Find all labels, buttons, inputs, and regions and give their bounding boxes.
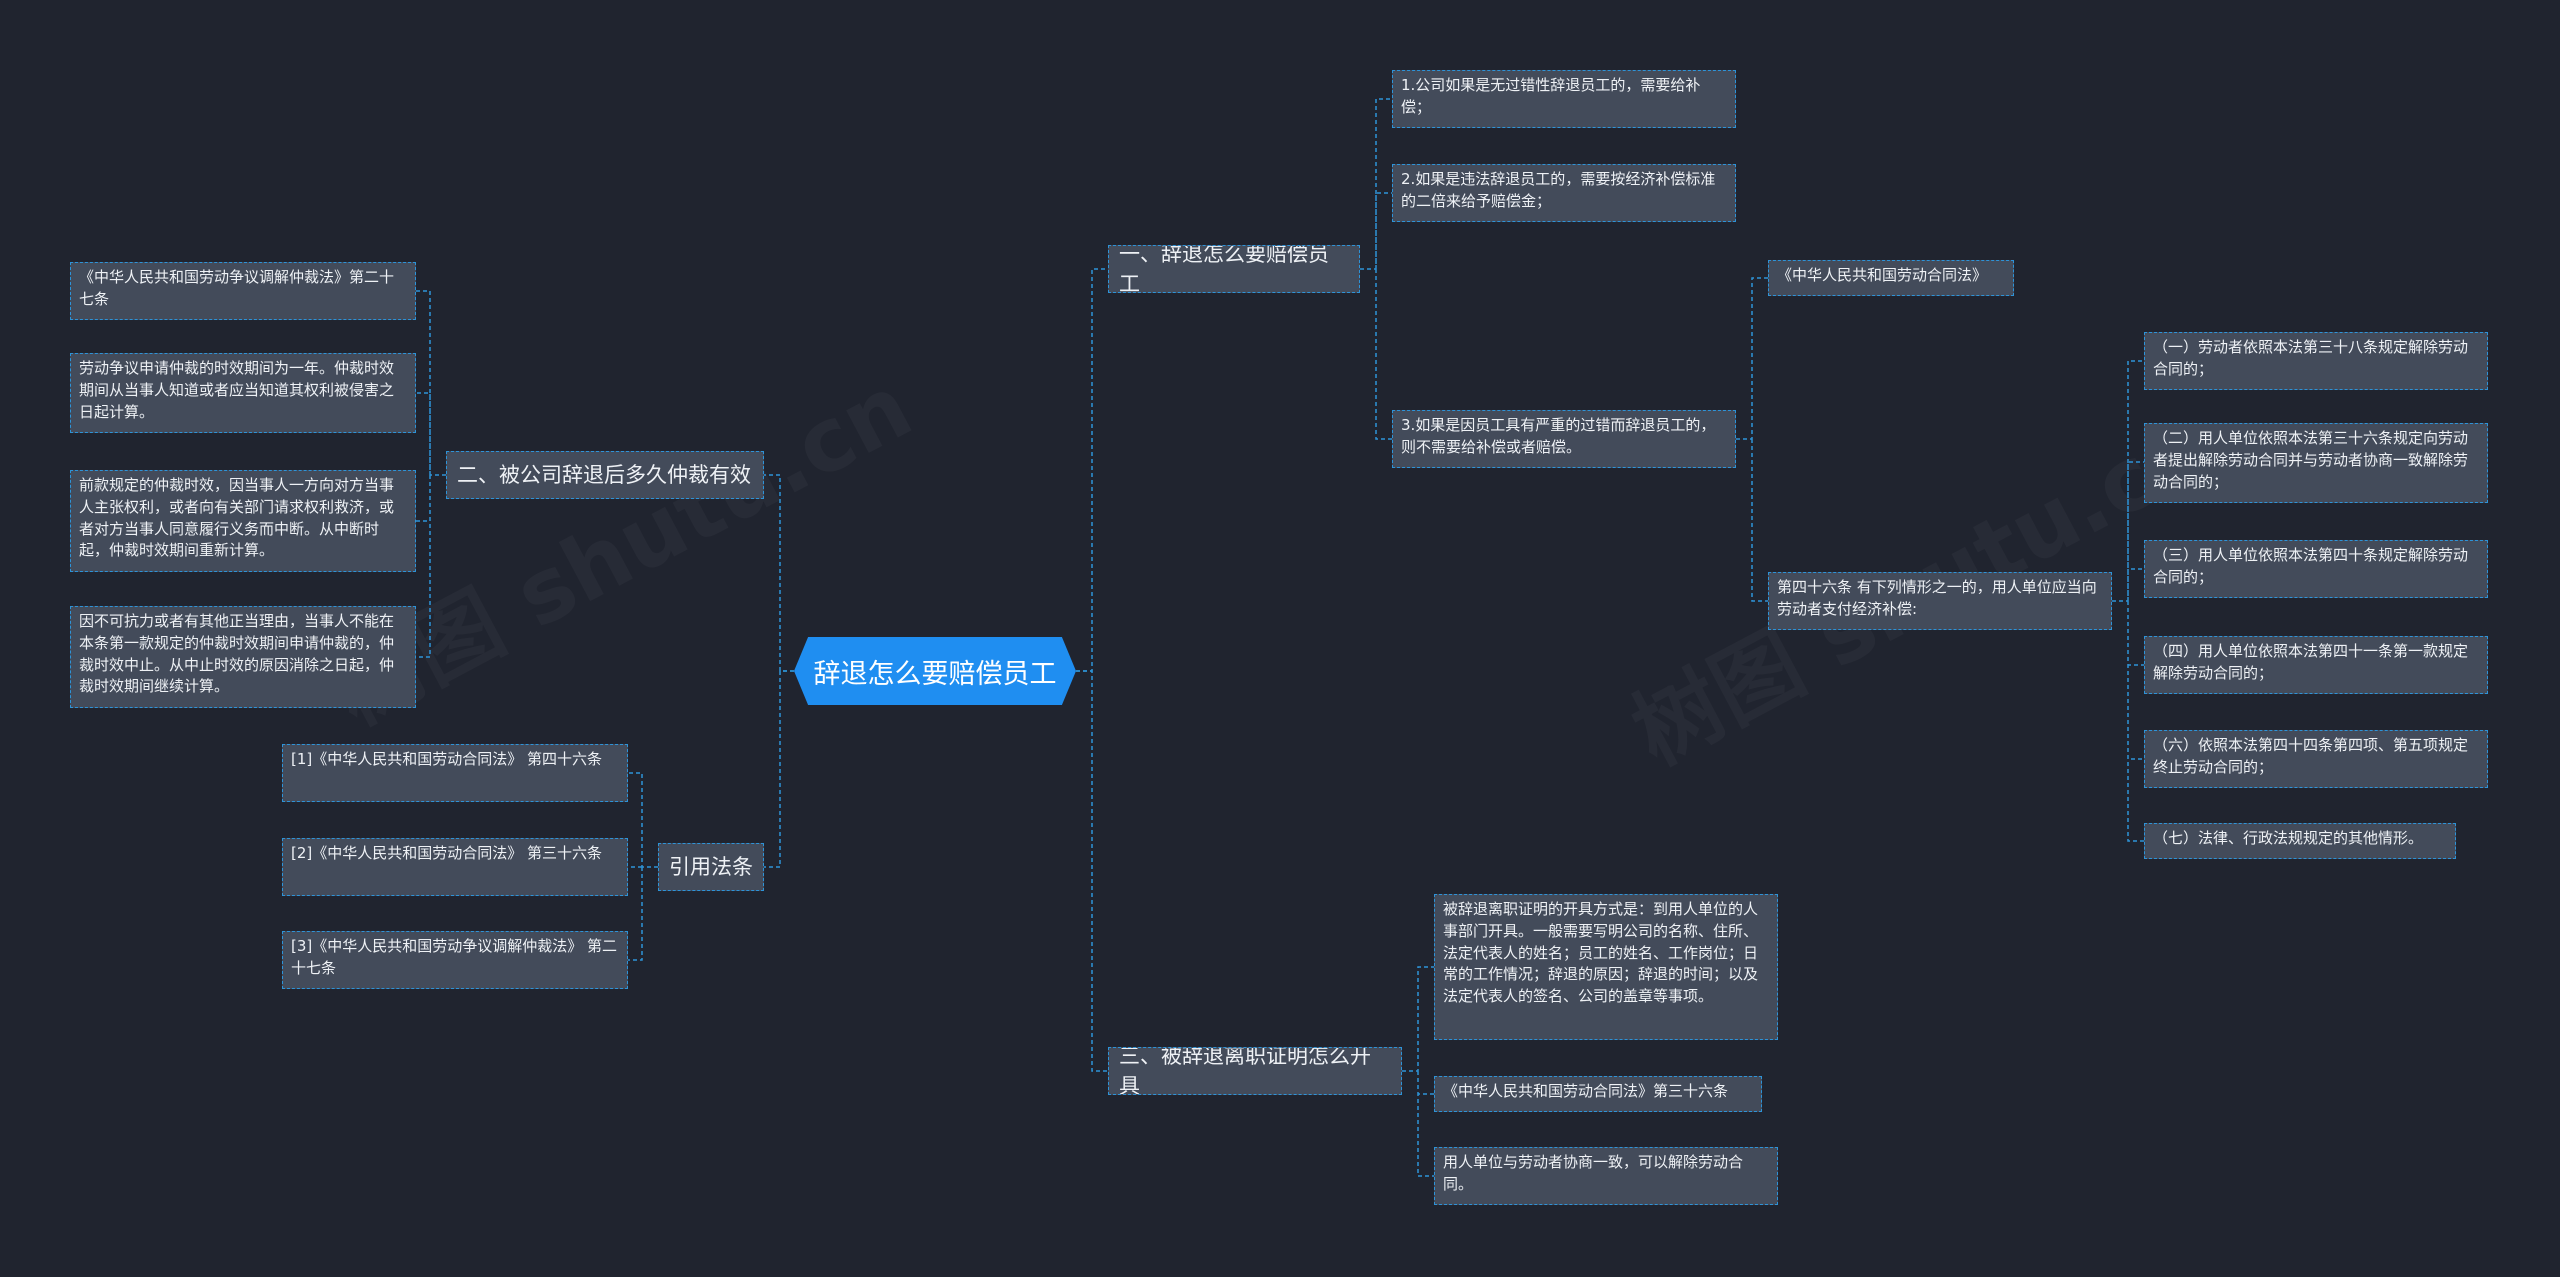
leaf-mutual-agreement[interactable]: 用人单位与劳动者协商一致，可以解除劳动合同。 <box>1434 1147 1778 1205</box>
branch-label: 一、辞退怎么要赔偿员工 <box>1119 245 1329 293</box>
leaf-citation-1[interactable]: [1]《中华人民共和国劳动合同法》 第四十六条 <box>282 744 628 802</box>
link-root-b2 <box>764 474 794 672</box>
leaf-limitation-suspension[interactable]: 因不可抗力或者有其他正当理由，当事人不能在本条第一款规定的仲裁时效期间申请仲裁的… <box>70 606 416 708</box>
root-label: 辞退怎么要赔偿员工 <box>813 658 1057 690</box>
link-b1-leaves <box>1360 98 1392 440</box>
branch-dismissal-compensation[interactable]: 一、辞退怎么要赔偿员工 <box>1108 245 1360 293</box>
leaf-citation-2[interactable]: [2]《中华人民共和国劳动合同法》 第三十六条 <box>282 838 628 896</box>
leaf-arbitration-law-27[interactable]: 《中华人民共和国劳动争议调解仲裁法》第二十七条 <box>70 262 416 320</box>
root-topic[interactable]: 辞退怎么要赔偿员工 <box>794 637 1076 705</box>
link-leaf3-sub <box>1736 277 1768 602</box>
leaf-illegal-dismissal[interactable]: 2.如果是违法辞退员工的，需要按经济补偿标准的二倍来给予赔偿金； <box>1392 164 1736 222</box>
leaf-certificate-method[interactable]: 被辞退离职证明的开具方式是：到用人单位的人事部门开具。一般需要写明公司的名称、住… <box>1434 894 1778 1040</box>
leaf-item-2[interactable]: （二）用人单位依照本法第三十六条规定向劳动者提出解除劳动合同并与劳动者协商一致解… <box>2144 423 2488 503</box>
branch-arbitration-period[interactable]: 二、被公司辞退后多久仲裁有效 <box>446 451 764 499</box>
branch-cited-laws[interactable]: 引用法条 <box>658 843 764 891</box>
branch-label: 引用法条 <box>669 854 753 879</box>
leaf-item-7[interactable]: （七）法律、行政法规规定的其他情形。 <box>2144 823 2456 859</box>
leaf-law-art-36[interactable]: 《中华人民共和国劳动合同法》第三十六条 <box>1434 1076 1762 1112</box>
leaf-serious-fault[interactable]: 3.如果是因员工具有严重的过错而辞退员工的，则不需要给补偿或者赔偿。 <box>1392 410 1736 468</box>
link-b3-leaves <box>1402 966 1434 1177</box>
link-b2-leaves <box>416 290 446 658</box>
link-root-b4 <box>764 670 794 868</box>
leaf-no-fault-dismissal[interactable]: 1.公司如果是无过错性辞退员工的，需要给补偿； <box>1392 70 1736 128</box>
leaf-limitation-interruption[interactable]: 前款规定的仲裁时效，因当事人一方向对方当事人主张权利，或者向有关部门请求权利救济… <box>70 470 416 572</box>
link-root-b1 <box>1076 268 1108 672</box>
branch-label: 二、被公司辞退后多久仲裁有效 <box>457 462 751 487</box>
leaf-item-1[interactable]: （一）劳动者依照本法第三十八条规定解除劳动合同的； <box>2144 332 2488 390</box>
leaf-item-4[interactable]: （四）用人单位依照本法第四十一条第一款规定解除劳动合同的； <box>2144 636 2488 694</box>
branch-label: 三、被辞退离职证明怎么开具 <box>1119 1047 1371 1095</box>
branch-resignation-certificate[interactable]: 三、被辞退离职证明怎么开具 <box>1108 1047 1402 1095</box>
leaf-item-3[interactable]: （三）用人单位依照本法第四十条规定解除劳动合同的； <box>2144 540 2488 598</box>
leaf-citation-3[interactable]: [3]《中华人民共和国劳动争议调解仲裁法》 第二十七条 <box>282 931 628 989</box>
link-b4-leaves <box>628 772 658 961</box>
link-article-items <box>2112 360 2144 842</box>
leaf-law-title[interactable]: 《中华人民共和国劳动合同法》 <box>1768 260 2014 296</box>
leaf-limitation-one-year[interactable]: 劳动争议申请仲裁的时效期间为一年。仲裁时效期间从当事人知道或者应当知道其权利被侵… <box>70 353 416 433</box>
leaf-item-6[interactable]: （六）依照本法第四十四条第四项、第五项规定终止劳动合同的； <box>2144 730 2488 788</box>
link-root-b3 <box>1076 670 1108 1072</box>
leaf-article-46[interactable]: 第四十六条 有下列情形之一的，用人单位应当向劳动者支付经济补偿: <box>1768 572 2112 630</box>
